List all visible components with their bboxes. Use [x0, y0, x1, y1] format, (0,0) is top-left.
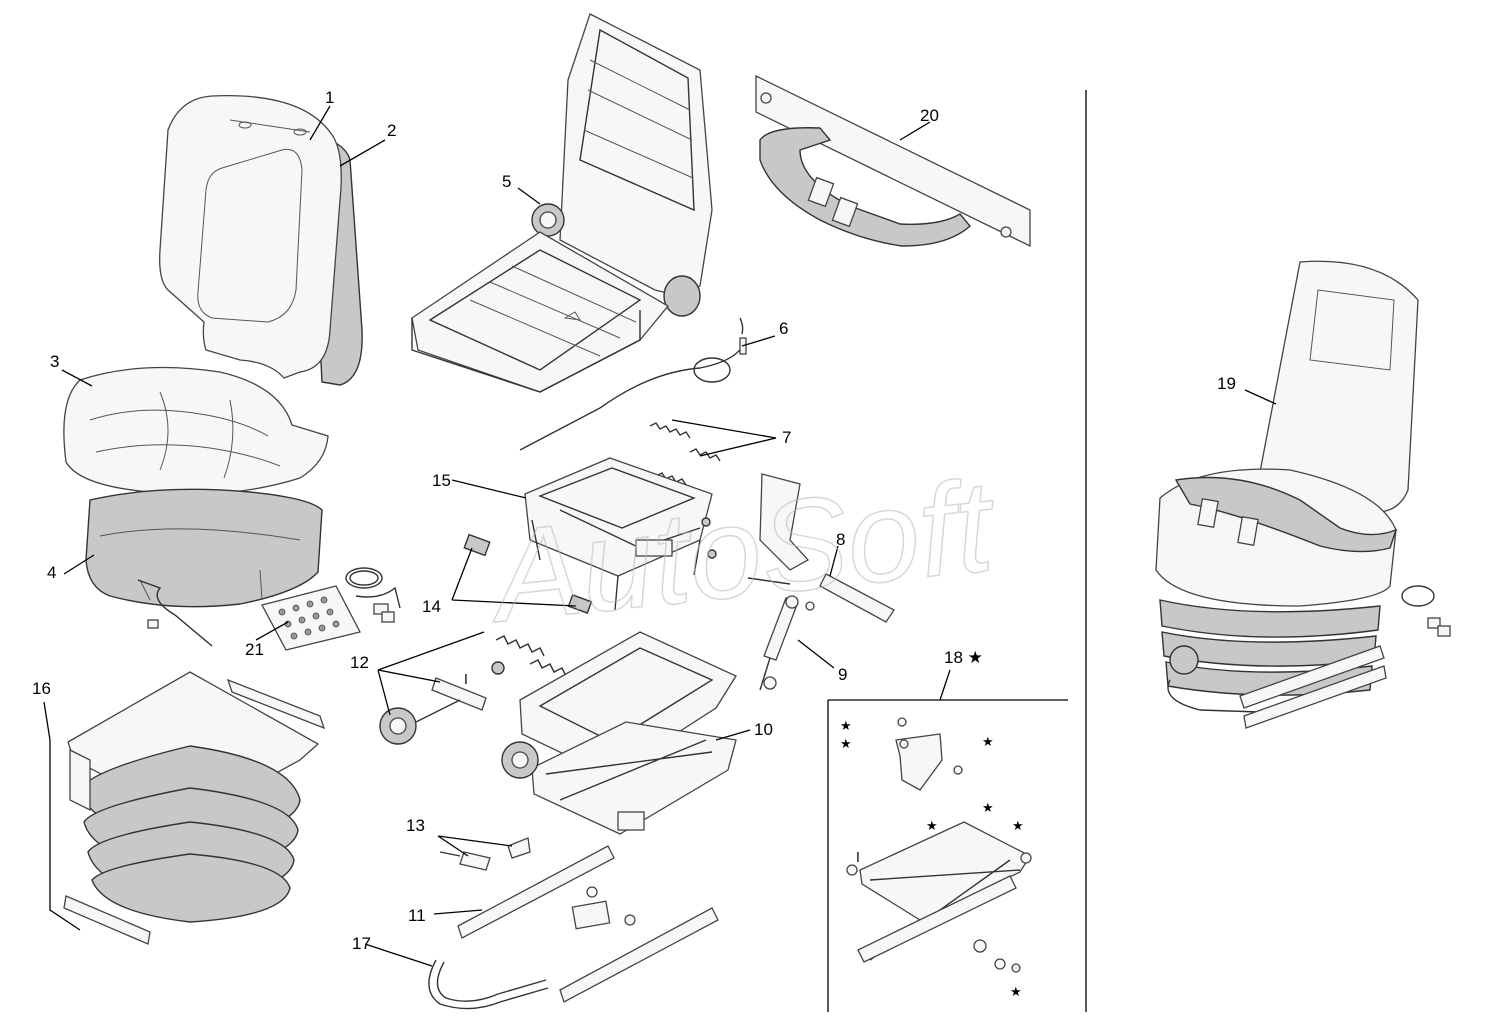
tension-springs	[649, 422, 721, 486]
seat-cushion	[63, 366, 329, 495]
assembled-seat	[1155, 260, 1451, 729]
callout-3: 3	[50, 352, 59, 371]
roman-marker: I	[856, 851, 860, 866]
seat-belt	[755, 74, 1031, 248]
star-marker: ★	[840, 719, 852, 734]
callout-8: 8	[836, 530, 845, 549]
leader-lines	[43, 105, 1277, 967]
callout-14: 14	[422, 597, 441, 616]
callout-13: 13	[406, 816, 425, 835]
callout-10: 10	[754, 720, 773, 739]
callout-2: 2	[387, 121, 396, 140]
callout-21: 21	[245, 640, 264, 659]
callout-17: 17	[352, 934, 371, 953]
star-marker: ★	[982, 801, 994, 816]
markers: I I ★ ★ ★ ★ ★ ★ ★	[464, 673, 1024, 1000]
guide-blocks	[463, 533, 593, 614]
scissor-suspension-base	[501, 631, 737, 835]
callout-11: 11	[408, 906, 426, 925]
callout-18: 18 ★	[944, 648, 983, 667]
seat-cushion-base	[85, 488, 323, 608]
callout-1: 1	[325, 88, 334, 107]
sensor-mat	[137, 567, 401, 651]
callout-12: 12	[350, 653, 369, 672]
callout-7: 7	[782, 428, 791, 447]
callout-20: 20	[920, 106, 939, 125]
springs-and-shaft	[379, 635, 575, 745]
star-marker: ★	[840, 737, 852, 752]
roman-marker: I	[464, 673, 468, 688]
suspension-bellows	[63, 671, 326, 945]
star-marker: ★	[982, 735, 994, 750]
belt-strap	[759, 473, 895, 623]
star-marker: ★	[1010, 985, 1022, 1000]
backrest-frame	[411, 13, 713, 393]
callout-15: 15	[432, 471, 451, 490]
callout-labels: 1 2 3 4 5 6 7 8 9 10 11 12 13 14 15 16 1…	[32, 88, 1236, 953]
gas-spring	[747, 577, 815, 691]
callout-4: 4	[47, 563, 56, 582]
callout-16: 16	[32, 679, 51, 698]
star-marker: ★	[926, 819, 938, 834]
slide-rails	[457, 845, 719, 1003]
adjustment-handle	[428, 959, 549, 1010]
callout-19: 19	[1217, 374, 1236, 393]
clips	[439, 837, 531, 871]
callout-6: 6	[779, 319, 788, 338]
callout-5: 5	[502, 172, 511, 191]
star-marker: ★	[1012, 819, 1024, 834]
upper-mechanism-frame	[524, 457, 717, 611]
backrest-cushion	[159, 94, 363, 386]
detail-box-18	[827, 699, 1068, 1012]
callout-9: 9	[838, 665, 847, 684]
